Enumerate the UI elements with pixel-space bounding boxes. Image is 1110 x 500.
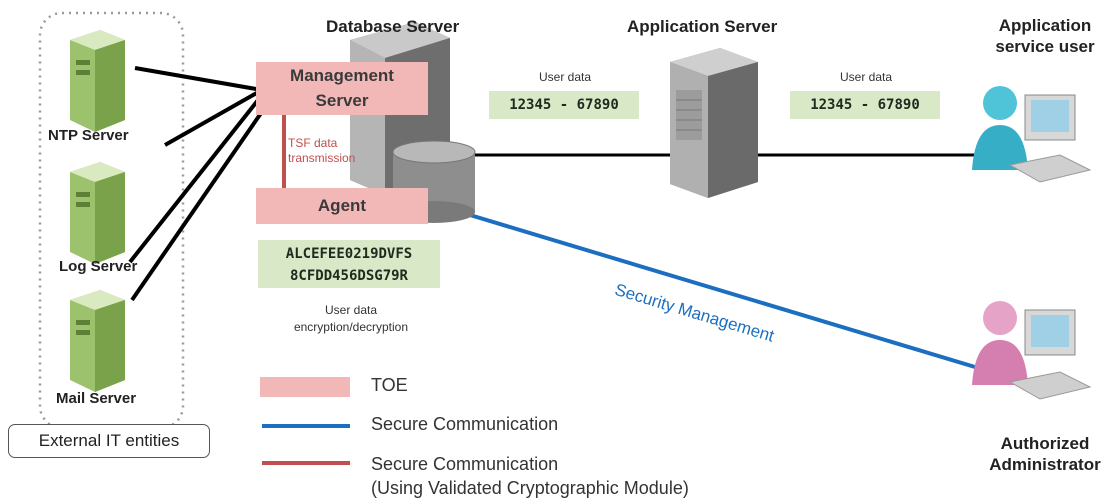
app-user-title-line2: service user bbox=[995, 37, 1095, 56]
mail-server-label: Mail Server bbox=[56, 390, 137, 407]
database-cylinder-icon bbox=[392, 140, 476, 223]
tsf-transmission-label: TSF data transmission bbox=[288, 136, 355, 166]
agent-box: Agent bbox=[256, 188, 428, 224]
encrypted-line1: ALCEFEE0219DVFS bbox=[285, 246, 413, 262]
application-user-icon bbox=[972, 86, 1092, 183]
ntp-server-icon bbox=[70, 30, 125, 132]
management-server-line1: Management bbox=[290, 66, 394, 85]
management-server-line2: Server bbox=[315, 91, 369, 110]
tsf-line2: transmission bbox=[288, 151, 356, 165]
administrator-icon bbox=[972, 301, 1092, 400]
encryption-label-line1: User data bbox=[324, 303, 378, 317]
app-user-title-line1: Application bbox=[998, 16, 1092, 35]
ntp-server-label: NTP Server bbox=[48, 127, 129, 144]
security-management-link bbox=[469, 213, 986, 372]
encryption-label-line2: encryption/decryption bbox=[293, 320, 409, 334]
user-data-label-2: User data bbox=[839, 70, 893, 84]
admin-title: Authorized Administrator bbox=[985, 433, 1105, 475]
legend-toe-swatch bbox=[260, 377, 350, 397]
log-link bbox=[128, 93, 264, 264]
user-data-value-2: 12345 - 67890 bbox=[790, 91, 940, 119]
legend-secure-label: Secure Communication bbox=[371, 414, 559, 434]
tsf-line1: TSF data bbox=[288, 136, 338, 150]
ntp-link bbox=[134, 66, 263, 92]
log-server-label: Log Server bbox=[59, 258, 138, 275]
management-server-box: Management Server bbox=[256, 62, 428, 115]
admin-title-line1: Authorized bbox=[1000, 434, 1090, 453]
application-server-title: Application Server bbox=[627, 17, 778, 36]
admin-title-line2: Administrator bbox=[989, 455, 1101, 474]
legend-secure-validated-line1: Secure Communication bbox=[371, 454, 559, 474]
encrypted-line2: 8CFDD456DSG79R bbox=[289, 268, 408, 284]
encryption-label: User data encryption/decryption bbox=[266, 302, 436, 336]
application-server-icon bbox=[670, 48, 758, 198]
legend-secure-validated-label: Secure Communication (Using Validated Cr… bbox=[371, 452, 689, 500]
external-entities-label: External IT entities bbox=[8, 424, 210, 458]
user-data-label-1: User data bbox=[538, 70, 592, 84]
mail-link bbox=[130, 101, 270, 302]
legend-secure-validated-line2: (Using Validated Cryptographic Module) bbox=[371, 478, 689, 498]
database-server-title: Database Server bbox=[326, 17, 460, 36]
encrypted-data-box: ALCEFEE0219DVFS 8CFDD456DSG79R bbox=[258, 240, 440, 288]
mail-server-icon bbox=[70, 290, 125, 392]
log-server-icon bbox=[70, 162, 125, 264]
ntp-link-2 bbox=[164, 88, 263, 147]
legend-toe-label: TOE bbox=[371, 375, 408, 395]
user-data-value-1: 12345 - 67890 bbox=[489, 91, 639, 119]
app-user-title: Application service user bbox=[985, 15, 1105, 57]
